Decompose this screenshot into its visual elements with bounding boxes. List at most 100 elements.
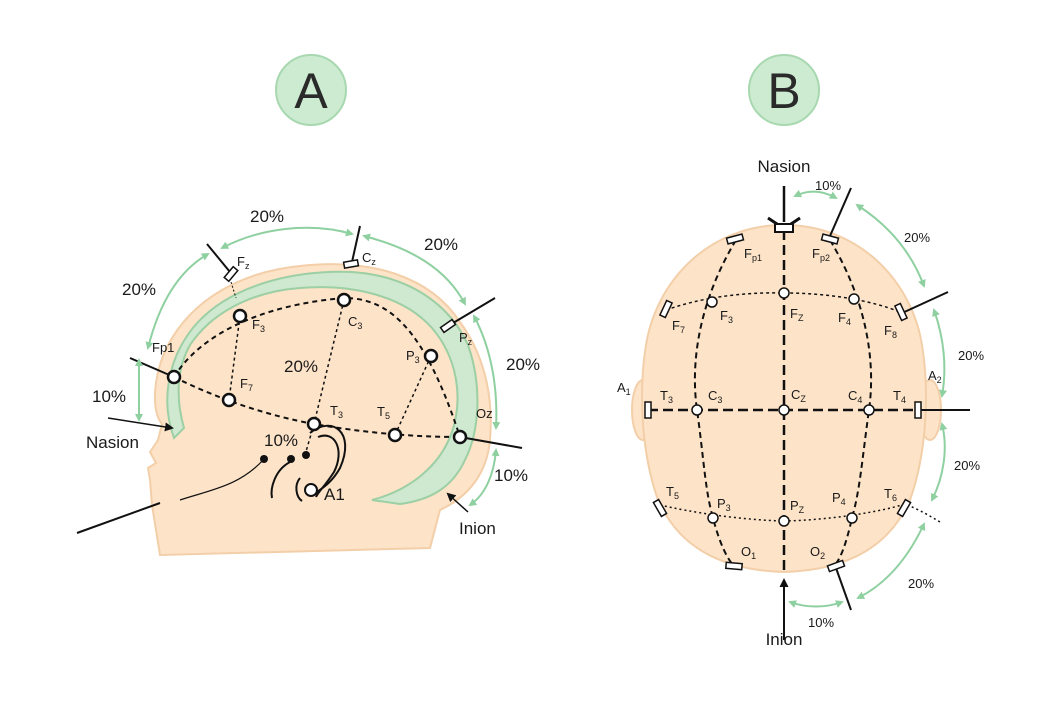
f3-electrode-b: [706, 296, 718, 308]
oz-line: [459, 436, 523, 449]
t6-label-b: T6: [884, 486, 897, 503]
arrow-t4-t6: [931, 422, 948, 502]
arrow-oz-inion: [468, 448, 500, 507]
fz-label-b: FZ: [790, 306, 804, 323]
frontal-arc: [665, 292, 901, 313]
landmark-dot-2: [287, 455, 295, 463]
pct-pz-oz: 20%: [506, 355, 540, 374]
a1-electrode: [304, 483, 318, 497]
inion-label: Inion: [459, 519, 496, 538]
c3-electrode: [336, 292, 352, 308]
panel-b: B: [617, 54, 984, 649]
o2-electrode-b: [826, 559, 846, 573]
fz-electrode: [223, 265, 239, 283]
t5-electrode-b: [652, 498, 668, 518]
fp1-electrode-b: [725, 233, 745, 245]
badge-b-label: B: [767, 63, 800, 119]
t3-label-b: T3: [660, 388, 673, 405]
arrow-f8-t4: [932, 308, 947, 398]
t5-electrode: [387, 427, 403, 443]
p3-electrode: [423, 348, 439, 364]
ear-curve-1: [270, 461, 291, 499]
pz-electrode: [439, 318, 457, 334]
pct-nasion-fp1: 10%: [92, 387, 126, 406]
a2-electrode-b: [914, 401, 922, 419]
f4-label-b: F4: [838, 310, 851, 327]
badge-a-label: A: [294, 63, 328, 119]
oz-electrode: [452, 429, 468, 445]
fz-electrode-b: [778, 287, 790, 299]
arrow-nasion-fp2: [793, 189, 838, 199]
a1-label: A1: [324, 485, 345, 504]
fp2-label-b: Fp2: [812, 246, 830, 263]
inion-label-b: Inion: [766, 630, 803, 649]
o2-line: [835, 567, 852, 611]
o1-electrode-b: [724, 561, 744, 571]
cz-electrode-b: [778, 404, 790, 416]
a2-label-b: A2: [928, 368, 942, 385]
pct-nasion-fp2-b: 10%: [815, 178, 841, 193]
nasion-label: Nasion: [86, 433, 139, 452]
f4-electrode-b: [848, 293, 860, 305]
t4-label-b: T4: [893, 388, 906, 405]
arrow-fp1-fz: [145, 253, 210, 350]
badge-a: [275, 54, 347, 126]
pct-t6-o2-b: 20%: [908, 576, 934, 591]
c4-electrode-b: [863, 404, 875, 416]
inion-arrow: [446, 492, 469, 513]
pct-fp1-fz: 20%: [122, 280, 156, 299]
f7-label: F7: [240, 376, 253, 393]
t3-electrode: [306, 416, 322, 432]
p3-t5-line: [394, 355, 432, 436]
fp2-line: [829, 187, 852, 237]
pct-fz-cz: 20%: [250, 207, 284, 226]
pct-inner: 20%: [284, 357, 318, 376]
pct-t4-t6-b: 20%: [954, 458, 980, 473]
p3-electrode-b: [707, 512, 719, 524]
cz-line: [351, 225, 361, 263]
fz-line: [206, 243, 231, 273]
p3-label: P3: [406, 348, 420, 365]
arrow-cz-pz: [362, 233, 466, 306]
panel-a: A: [76, 54, 540, 557]
ear-curve-2: [295, 477, 303, 502]
ear-inner: [315, 434, 340, 498]
c3-electrode-b: [691, 404, 703, 416]
pct-fp2-f8-b: 20%: [904, 230, 930, 245]
f7-electrode-b: [658, 299, 674, 319]
nasion-label-b: Nasion: [758, 157, 811, 176]
nasion-electrode: [774, 223, 794, 233]
t3-ear-line: [304, 423, 315, 456]
jaw-line: [179, 458, 265, 501]
pct-o2-inion-b: 10%: [808, 615, 834, 630]
f8-label-b: F8: [884, 323, 897, 340]
arrow-pz-oz: [473, 314, 501, 430]
t6-electrode-b: [896, 498, 912, 518]
pz-line: [447, 297, 496, 327]
f3-label: F3: [252, 317, 265, 334]
cz-electrode: [342, 258, 360, 270]
pz-label: Pz: [459, 330, 473, 347]
o2-label-b: O2: [810, 544, 825, 561]
c3-label: C3: [348, 314, 362, 331]
badge-b: [748, 54, 820, 126]
cz-label-b: CZ: [791, 387, 806, 404]
landmark-dot-1: [260, 455, 268, 463]
t5-label-b: T5: [666, 484, 679, 501]
a1-label-b: A1: [617, 380, 631, 397]
pct-f8-t4-b: 20%: [958, 348, 984, 363]
arrow-fp2-f8: [855, 203, 926, 288]
a1-electrode-b: [644, 401, 652, 419]
t5-label: T5: [377, 404, 390, 421]
fp1-label: Fp1: [152, 340, 174, 355]
pz-electrode-b: [778, 515, 790, 527]
landmark-dot-3: [302, 451, 310, 459]
f8-line: [899, 291, 949, 315]
reference-line: [76, 502, 161, 534]
pct-oz-inion: 10%: [494, 466, 528, 485]
t3-label: T3: [330, 403, 343, 420]
o1-label-b: O1: [741, 544, 756, 561]
f3-f7-line: [228, 315, 241, 401]
nasion-arrow: [107, 417, 174, 432]
